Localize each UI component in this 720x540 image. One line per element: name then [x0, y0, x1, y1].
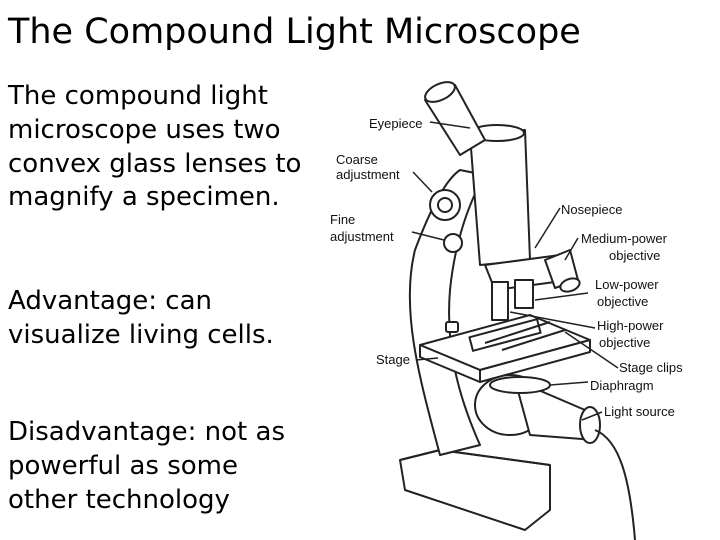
label-eyepiece: Eyepiece [369, 116, 422, 131]
label-high-2: objective [599, 335, 650, 350]
leader-nosepiece [534, 207, 561, 249]
stage-side [479, 339, 591, 383]
label-stage-clips: Stage clips [619, 360, 683, 375]
lamp-cap [579, 406, 601, 444]
leader-fine [411, 231, 445, 241]
leader-coarse [412, 171, 433, 193]
label-low-1: Low-power [595, 277, 659, 292]
power-cord [594, 429, 636, 540]
bullet-description: The compound light microscope uses two c… [8, 81, 302, 213]
slide-title: The Compound Light Microscope [8, 12, 581, 52]
leader-high [509, 311, 596, 329]
leader-diaphragm [549, 381, 589, 386]
label-fine-2: adjustment [330, 229, 394, 244]
microscope-diagram: Eyepiece Coarse adjustment Fine adjustme… [330, 81, 683, 540]
stage-bolt [445, 321, 459, 333]
fine-adjustment-knob [443, 233, 463, 253]
leader-stage-clips [564, 331, 619, 369]
label-diaphragm: Diaphragm [590, 378, 654, 393]
label-fine-1: Fine [330, 212, 355, 227]
label-coarse-1: Coarse [336, 152, 378, 167]
bullet-advantage: Advantage: can visualize living cells. [8, 286, 274, 350]
bullet-disadvantage: Disadvantage: not as powerful as some ot… [8, 417, 285, 515]
label-nosepiece: Nosepiece [561, 202, 622, 217]
medium-objective-tip [559, 277, 581, 293]
low-power-objective [514, 279, 534, 309]
coarse-knob-inner [437, 197, 453, 213]
eyepiece-lens [424, 81, 456, 103]
stage-clip-left [484, 321, 551, 344]
label-medium-1: Medium-power [581, 231, 668, 246]
diaphragm [489, 376, 551, 394]
leader-eyepiece [429, 121, 471, 129]
label-coarse-2: adjustment [336, 167, 400, 182]
body-tube [469, 129, 531, 266]
leader-stage [415, 357, 439, 361]
leader-low [534, 292, 589, 301]
label-high-1: High-power [597, 318, 664, 333]
label-medium-2: objective [609, 248, 660, 263]
label-low-2: objective [597, 294, 648, 309]
label-stage: Stage [376, 352, 410, 367]
leader-medium [564, 237, 579, 261]
high-power-objective [491, 281, 509, 321]
stage-clip-right [501, 329, 566, 351]
leader-light [581, 411, 603, 421]
label-light-source: Light source [604, 404, 675, 419]
